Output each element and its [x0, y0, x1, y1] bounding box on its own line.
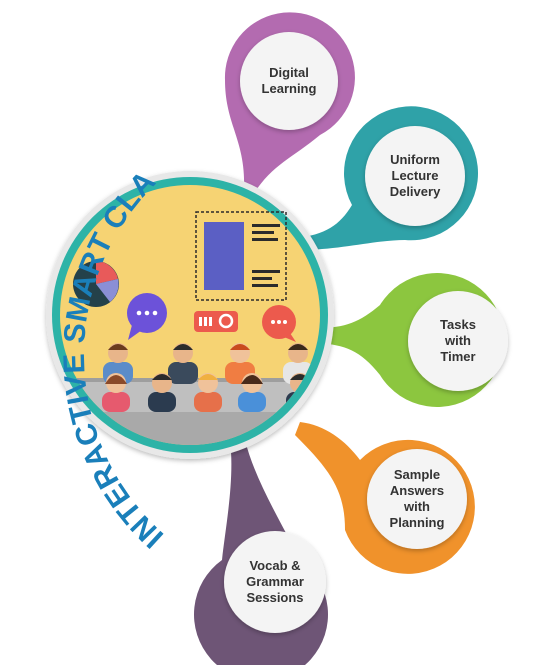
chat-bubble-icon	[127, 293, 167, 340]
document-icon	[195, 211, 287, 301]
classroom-hub	[46, 171, 334, 459]
student-front-2	[148, 373, 176, 412]
feature-vocab-grammar-label: Vocab & Grammar Sessions	[246, 558, 304, 605]
feature-drop-sample-answers	[295, 422, 475, 574]
feature-tasks-timer-label: Tasks with Timer	[440, 317, 476, 364]
chat-bubble-icon	[262, 305, 296, 342]
feature-drop-digital-learning	[224, 12, 355, 200]
student-back-2	[168, 343, 198, 384]
feature-sample-answers-label: Sample Answers with Planning	[389, 467, 445, 530]
feature-digital-learning-label: Digital Learning	[261, 65, 317, 96]
student-front-3	[194, 373, 222, 412]
pie-chart-icon	[73, 261, 119, 307]
student-front-1	[102, 373, 130, 412]
feature-uniform-lecture-label: Uniform Lecture Delivery	[389, 152, 441, 199]
projector-icon	[194, 311, 238, 332]
feature-drop-vocab-grammar	[194, 440, 328, 665]
feature-drop-uniform-lecture	[296, 106, 479, 251]
student-front-4	[238, 373, 266, 412]
feature-drop-tasks-timer	[318, 273, 508, 407]
